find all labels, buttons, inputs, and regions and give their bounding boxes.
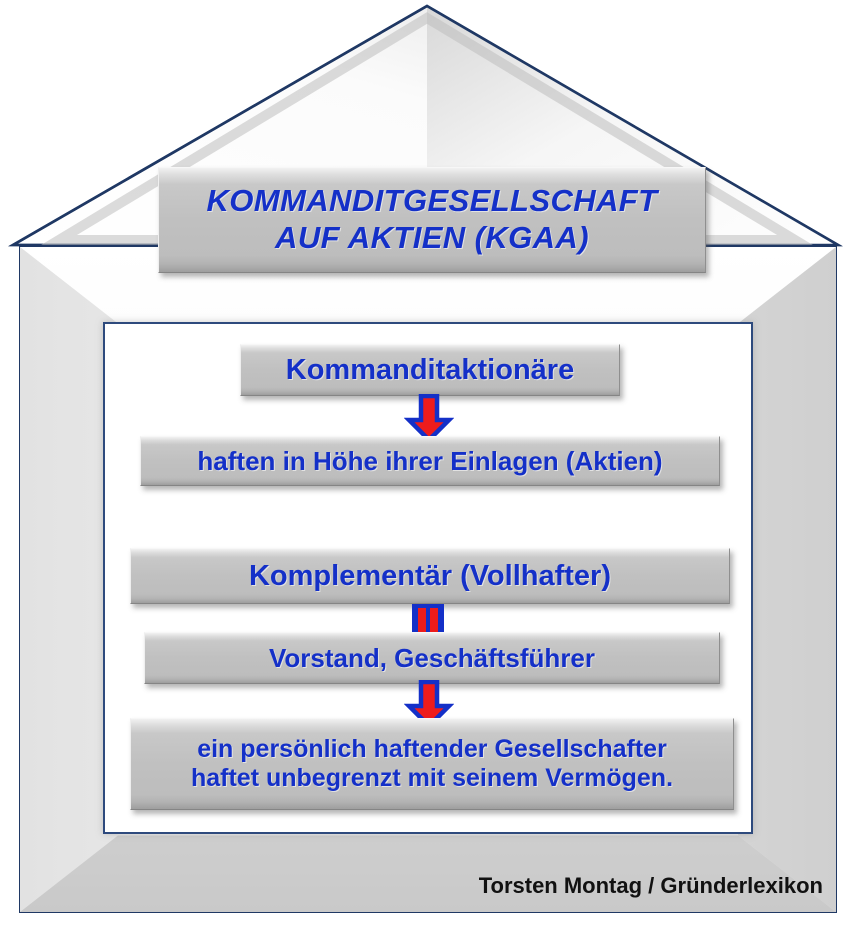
title-line-1: KOMMANDITGESELLSCHAFT	[206, 183, 658, 219]
box-haftung-kommanditaktionaere: haften in Höhe ihrer Einlagen (Aktien)	[140, 436, 720, 486]
title-line-2: AUF AKTIEN (KGAA)	[275, 220, 589, 255]
box-kommanditaktionaere: Kommanditaktionäre	[240, 344, 620, 396]
connector-arrow-down-2	[404, 680, 454, 728]
box-vorstand-label: Vorstand, Geschäftsführer	[268, 642, 596, 673]
title-box: KOMMANDITGESELLSCHAFT AUF AKTIEN (KGAA)	[158, 167, 706, 273]
box-komplementaer-label: Komplementär (Vollhafter)	[248, 559, 611, 592]
box-haftung-komplementaer-line-1: ein persönlich haftender Gesellschafter	[197, 734, 667, 763]
connector-equals-bars	[412, 604, 444, 636]
box-haftung-komplementaer-line-2: haftet unbegrenzt mit seinem Vermögen.	[190, 764, 674, 792]
box-haftung-komplementaer: ein persönlich haftender Gesellschafter …	[130, 718, 734, 810]
credit-text: Torsten Montag / Gründerlexikon	[478, 873, 823, 898]
box-vorstand: Vorstand, Geschäftsführer	[144, 632, 720, 684]
box-komplementaer: Komplementär (Vollhafter)	[130, 548, 730, 604]
title-text: KOMMANDITGESELLSCHAFT AUF AKTIEN (KGAA)	[197, 183, 668, 256]
box-haftung-kommanditaktionaere-label: haften in Höhe ihrer Einlagen (Aktien)	[197, 445, 663, 476]
box-haftung-komplementaer-label: ein persönlich haftender Gesellschafter …	[181, 735, 683, 794]
connector-arrow-down-1	[404, 394, 454, 442]
house-bevel-left	[20, 247, 118, 912]
house-bevel-bottom	[20, 835, 836, 912]
box-kommanditaktionaere-label: Kommanditaktionäre	[285, 353, 575, 386]
house-bevel-right	[738, 247, 836, 912]
